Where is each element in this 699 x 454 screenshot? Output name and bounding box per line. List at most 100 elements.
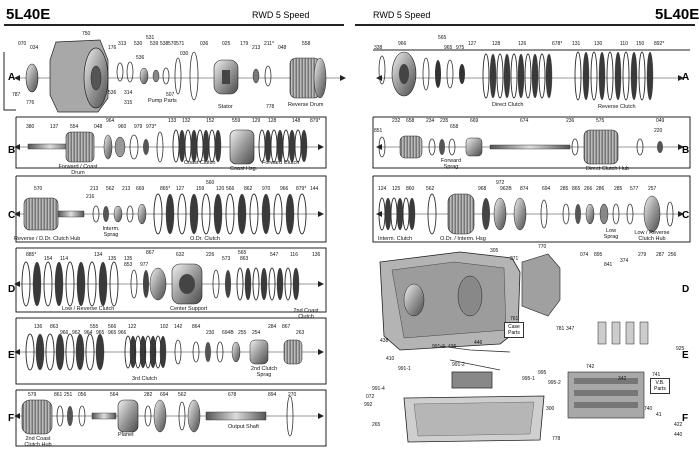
clutch-plate bbox=[236, 267, 244, 301]
row-b-left-parts bbox=[27, 129, 255, 165]
part-number: 968 bbox=[478, 186, 487, 192]
part-number: 530 bbox=[134, 41, 143, 47]
row-a-left-parts bbox=[25, 39, 327, 113]
part-number: 136 bbox=[312, 252, 321, 258]
header-rule-left bbox=[4, 24, 344, 26]
part-number: 126 bbox=[518, 41, 527, 47]
part-number: 867 bbox=[146, 250, 155, 256]
part-number: 761 bbox=[510, 316, 519, 322]
part-number: 562 bbox=[178, 392, 187, 398]
caption-second-clutch-sprag: 2nd Clutch Sprag bbox=[250, 366, 278, 378]
part-number: 134 bbox=[94, 252, 103, 258]
row-b-right-parts bbox=[378, 129, 663, 165]
part-number: 970 bbox=[262, 186, 271, 192]
row-frames-right bbox=[372, 49, 691, 243]
part-number: 380 bbox=[26, 124, 35, 130]
part-number: 560 bbox=[206, 180, 215, 186]
part-number: 995-2 bbox=[548, 380, 561, 386]
row-label-c: C bbox=[8, 210, 16, 221]
part-number: 374 bbox=[620, 258, 629, 264]
part-number: 436 bbox=[448, 344, 457, 350]
flow-arrows bbox=[14, 75, 684, 419]
clutch-plate bbox=[85, 333, 95, 371]
clutch-plate bbox=[646, 51, 654, 101]
caption-planet: Planet bbox=[118, 432, 134, 438]
part-number: 975 bbox=[456, 45, 465, 51]
part-number: 862 bbox=[244, 186, 253, 192]
part-number: 226 bbox=[206, 252, 215, 258]
part-number: 176 bbox=[108, 45, 117, 51]
clutch-plate bbox=[139, 335, 147, 369]
clutch-plate bbox=[87, 261, 97, 307]
row-label-d: D bbox=[8, 284, 16, 295]
part-number: 579 bbox=[28, 392, 37, 398]
clutch-plate bbox=[129, 335, 137, 369]
row-label-right-c: C bbox=[682, 210, 690, 221]
part-number: 120 bbox=[216, 186, 225, 192]
clutch-plate bbox=[54, 261, 64, 307]
part-number: 213 bbox=[252, 45, 261, 51]
part-number: 236 bbox=[566, 118, 575, 124]
clutch-plate bbox=[482, 53, 490, 99]
part-number: 270 bbox=[288, 392, 297, 398]
part-number: 279 bbox=[638, 252, 647, 258]
part-number: 787 bbox=[12, 92, 21, 98]
caption-vb-parts: V.B. Parts bbox=[650, 378, 670, 394]
part-number: 148 bbox=[292, 118, 301, 124]
part-number: 851 bbox=[374, 128, 383, 134]
caption-second-coast-clutch: 2nd Coast Clutch bbox=[293, 308, 319, 320]
part-number: 150 bbox=[636, 41, 645, 47]
caption-interm-sprag: Interm. Sprag bbox=[102, 226, 120, 238]
part-number: 438 bbox=[380, 338, 389, 344]
clutch-plate bbox=[165, 193, 175, 235]
clutch-plate bbox=[201, 193, 211, 235]
part-number: 152 bbox=[206, 118, 215, 124]
clutch-plate bbox=[288, 129, 296, 163]
coast-clutch-plates bbox=[172, 129, 222, 163]
part-number: 251 bbox=[64, 392, 73, 398]
part-number: 554 bbox=[70, 124, 79, 130]
part-number: 539 bbox=[150, 41, 159, 47]
clutch-plate bbox=[297, 193, 307, 235]
clutch-plate bbox=[32, 261, 42, 307]
caption-odr-clutch: O.Dr. Clutch bbox=[190, 236, 220, 242]
part-number: 570 bbox=[168, 41, 177, 47]
part-number: 895 bbox=[594, 252, 603, 258]
solenoids bbox=[597, 321, 649, 345]
second-coast-clutch-plates bbox=[236, 267, 300, 301]
caption-output-shaft: Output Shaft bbox=[228, 424, 259, 430]
part-number: 658 bbox=[406, 118, 415, 124]
part-number: 128 bbox=[492, 41, 501, 47]
row-label-right-e: E bbox=[682, 350, 689, 361]
part-number: 072 bbox=[366, 394, 375, 400]
part-number: 282 bbox=[144, 392, 153, 398]
clutch-plate bbox=[76, 261, 86, 307]
part-number: 127 bbox=[468, 41, 477, 47]
part-number: 894 bbox=[268, 392, 277, 398]
part-number: 313 bbox=[118, 41, 127, 47]
part-number: 781 bbox=[556, 326, 565, 332]
part-number: 070 bbox=[18, 41, 27, 47]
caption-third-clutch: 3rd Clutch bbox=[132, 376, 158, 382]
part-number: 286 bbox=[596, 186, 605, 192]
clutch-plate bbox=[276, 267, 284, 301]
part-number: 965 bbox=[444, 45, 453, 51]
row-label-b: B bbox=[8, 145, 16, 156]
clutch-plate bbox=[258, 129, 266, 163]
caption-forward-sprag: Forward Sprag bbox=[440, 158, 462, 170]
row-f-left-parts bbox=[21, 395, 294, 437]
part-number: 966 bbox=[118, 330, 127, 336]
part-number: 048 bbox=[278, 45, 287, 51]
clutch-plate bbox=[149, 335, 157, 369]
clutch-plate bbox=[282, 129, 290, 163]
part-number: 347 bbox=[566, 326, 575, 332]
oil-pan bbox=[403, 395, 545, 443]
header-rule-right bbox=[355, 24, 695, 26]
clutch-plate bbox=[95, 333, 105, 371]
clutch-plate bbox=[159, 335, 167, 369]
part-number: 135 bbox=[124, 256, 133, 262]
caption-stator: Stator bbox=[218, 104, 233, 110]
row-label-f: F bbox=[8, 413, 15, 424]
part-number: 049 bbox=[656, 118, 665, 124]
part-number: 230 bbox=[206, 330, 215, 336]
